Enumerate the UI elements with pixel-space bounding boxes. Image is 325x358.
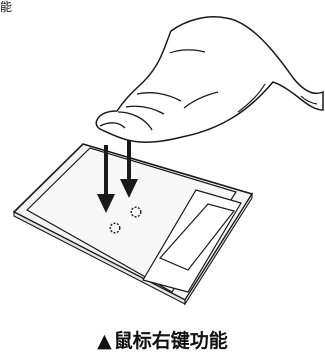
caption: ▲鼠标右键功能 (0, 330, 325, 352)
hand-icon (96, 17, 323, 142)
caption-marker: ▲ (97, 330, 112, 352)
touchpad-illustration (0, 0, 325, 315)
caption-text: 鼠标右键功能 (114, 330, 228, 352)
